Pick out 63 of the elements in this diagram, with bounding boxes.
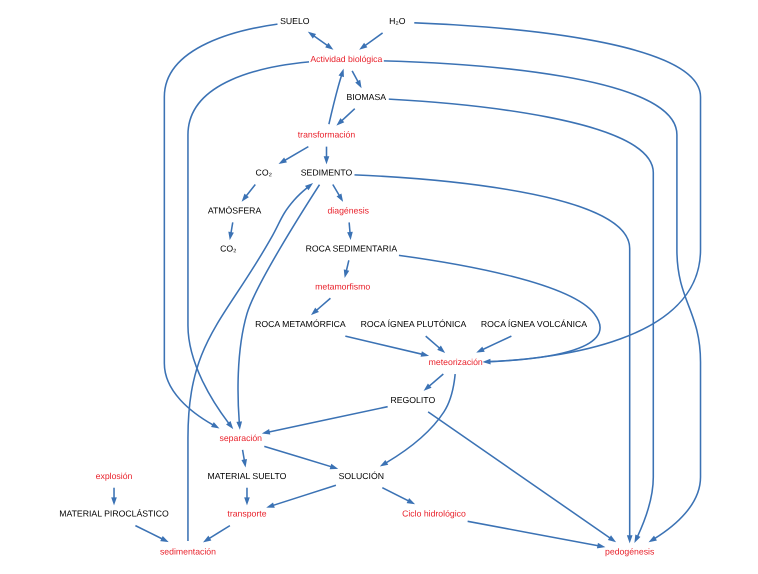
arrow — [187, 183, 314, 542]
arrow — [359, 32, 384, 50]
node-text: SEDIMENTO — [300, 168, 352, 178]
node-text: metamorfismo — [315, 281, 370, 292]
node-text: CO₂ — [220, 243, 237, 254]
arrow — [344, 260, 350, 278]
arrow — [384, 60, 702, 542]
arrow — [382, 487, 416, 504]
node-text: ATMÓSFERA — [208, 206, 262, 216]
node-text: ROCA METAMÓRFICA — [255, 319, 346, 330]
arrow — [336, 108, 356, 126]
node-text: transporte — [227, 508, 267, 519]
connector — [398, 254, 601, 363]
node-text: separación — [220, 432, 262, 443]
arrow — [428, 411, 616, 542]
node-text: pedogénesis — [605, 546, 654, 557]
arrow — [380, 374, 456, 466]
arrow — [187, 61, 310, 430]
node-text: SOLUCIÓN — [338, 470, 384, 481]
node-text: MATERIAL SUELTO — [208, 470, 286, 481]
arrow — [308, 32, 334, 50]
arrow — [266, 484, 336, 508]
node-text: SUELO — [280, 16, 310, 26]
arrow — [324, 146, 330, 164]
arrow — [351, 70, 362, 88]
arrow — [328, 68, 344, 124]
node-text: Actividad biológica — [310, 54, 382, 64]
node-text: MATERIAL PIROCLÁSTICO — [59, 508, 169, 519]
arrow — [476, 335, 512, 353]
node-text: meteorización — [428, 357, 483, 368]
node-text: REGOLITO — [390, 394, 436, 405]
arrow — [262, 406, 388, 435]
node-text: explosión — [96, 470, 132, 481]
arrow — [241, 450, 247, 468]
arrow — [228, 222, 234, 240]
arrow — [242, 184, 256, 202]
arrow — [111, 488, 117, 506]
node-text: ROCA ÍGNEA VOLCÁNICA — [480, 319, 588, 330]
arrow — [310, 298, 331, 316]
node-text: BIOMASA — [346, 92, 386, 102]
node-text: transformación — [298, 130, 356, 140]
arrow — [332, 184, 344, 202]
arrow — [354, 174, 633, 544]
node-text: H₂O — [389, 16, 406, 26]
arrow — [425, 336, 446, 354]
arrow — [244, 488, 250, 506]
arrow — [388, 98, 654, 544]
node-text: CO₂ — [256, 168, 272, 178]
node-text: ROCA ÍGNEA PLUTÓNICA — [360, 319, 466, 330]
node-text: diagénesis — [327, 206, 370, 216]
arrow — [164, 23, 278, 428]
arrow — [347, 222, 353, 240]
arrow — [264, 446, 338, 470]
arrow — [203, 524, 230, 542]
arrow — [135, 524, 169, 542]
node-text: Ciclo hidrológico — [402, 508, 466, 519]
arrow — [424, 373, 444, 391]
node-text: sedimentación — [160, 546, 216, 557]
node-text: ROCA SEDIMENTARIA — [306, 243, 398, 254]
arrow — [236, 184, 320, 430]
arrow — [345, 335, 430, 357]
arrow — [278, 146, 309, 164]
arrow — [467, 520, 606, 548]
